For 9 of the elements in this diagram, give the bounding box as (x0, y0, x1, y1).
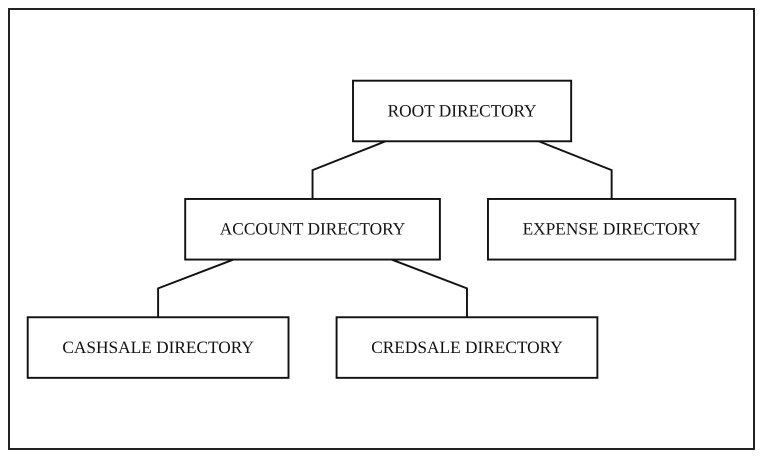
connector (538, 140, 613, 199)
node-box: EXPENSE DIRECTORY (487, 198, 736, 260)
node-box: ROOT DIRECTORY (352, 79, 572, 142)
connector (157, 258, 234, 317)
node-box: CREDSALE DIRECTORY (336, 316, 598, 379)
node-box: ACCOUNT DIRECTORY (184, 198, 441, 260)
connector (312, 140, 386, 199)
node-box: CASHSALE DIRECTORY (26, 316, 290, 379)
connector (391, 258, 468, 317)
